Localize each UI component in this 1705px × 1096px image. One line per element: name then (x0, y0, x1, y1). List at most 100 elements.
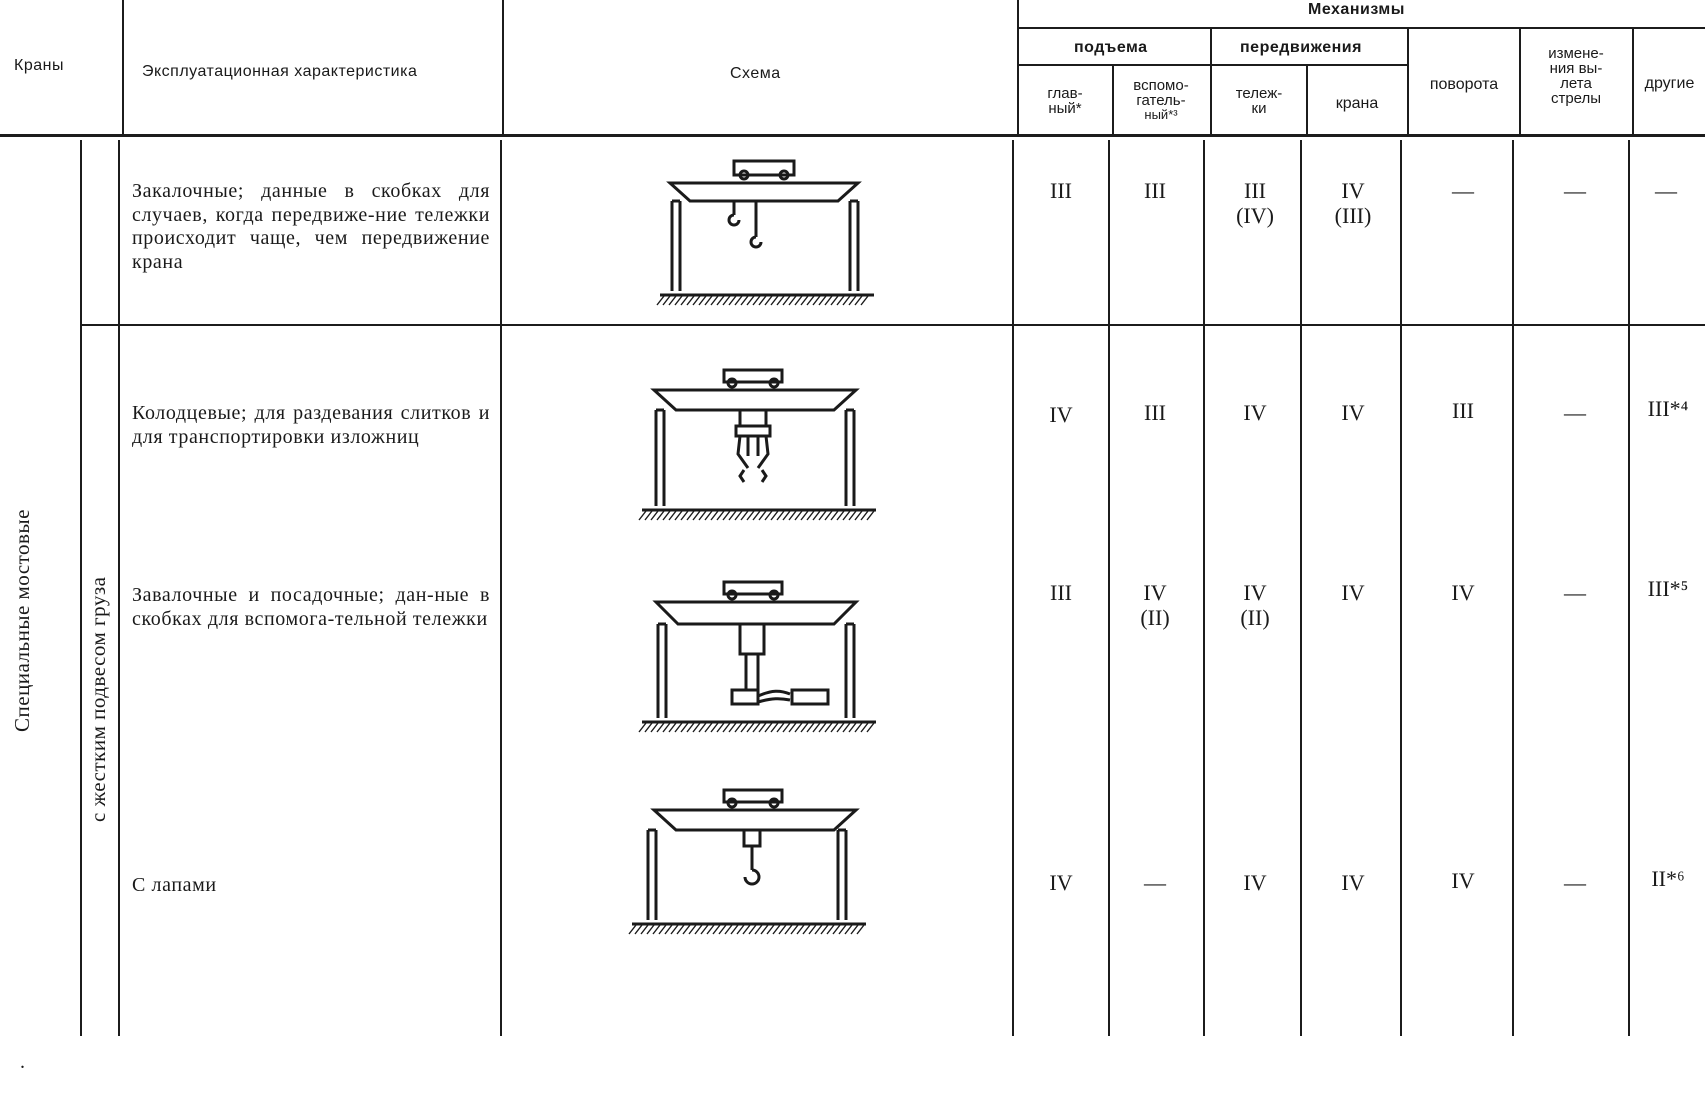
hatch-line (812, 510, 821, 521)
hatch-line (734, 510, 743, 521)
hatch-line (836, 510, 845, 521)
hatch-line (854, 510, 863, 521)
hatch-line (866, 510, 875, 521)
hatch-line (722, 295, 731, 306)
hatch-line (706, 924, 715, 935)
hatch-line (800, 510, 809, 521)
hatch-line (842, 295, 851, 306)
hatch-line (682, 924, 691, 935)
hatch-line (782, 722, 791, 733)
charging-crane-icon (638, 580, 876, 733)
row2-main: IV (1049, 402, 1073, 427)
group-type-label: Специальные мостовые (10, 509, 34, 732)
v-rule-body-sub (118, 140, 120, 1036)
row3-slewing: IV (1451, 580, 1475, 605)
hatch-line (776, 722, 785, 733)
hatch-line (860, 295, 869, 306)
hatch-line (860, 510, 869, 521)
hatch-line (772, 924, 781, 935)
hatch-line (646, 924, 655, 935)
v-rule-travel (1407, 28, 1409, 134)
row1-bottom-rule (82, 324, 1705, 326)
row4-slewing: IV (1451, 868, 1475, 893)
subgroup-rule (1018, 64, 1408, 66)
row2-slewing: III (1452, 398, 1474, 423)
row4-description: С лапами (132, 874, 217, 896)
row4-reach: — (1564, 870, 1586, 895)
row1-trolley: III (IV) (1236, 178, 1274, 229)
v-rule-characteristic (502, 0, 504, 134)
row3-description: Завалочные и посадочные; дан-ные в скобк… (132, 584, 490, 630)
hatch-line (754, 924, 763, 935)
hatch-line (812, 295, 821, 306)
hatch-line (688, 924, 697, 935)
hatch-line (704, 295, 713, 306)
v-rule-body-reach (1628, 140, 1630, 1036)
hatch-line (770, 722, 779, 733)
header-characteristic: Эксплуатационная характеристика (142, 63, 418, 80)
hatch-line (848, 722, 857, 733)
hatch-line (740, 510, 749, 521)
hatch-line (652, 924, 661, 935)
row1-slewing: — (1452, 178, 1474, 203)
header-slewing: поворота (1429, 76, 1499, 93)
hatch-line (710, 510, 719, 521)
v-rule-body-crane (1400, 140, 1402, 1036)
hatch-line (638, 722, 647, 733)
hatch-line (850, 924, 859, 935)
hatch-line (748, 924, 757, 935)
hatch-line (830, 295, 839, 306)
hatch-line (764, 722, 773, 733)
v-rule-body-slewing (1512, 140, 1514, 1036)
hatch-line (800, 295, 809, 306)
hatch-line (788, 510, 797, 521)
v-rule-reach (1632, 28, 1634, 134)
header-crane: крана (1335, 95, 1379, 112)
hatch-line (716, 722, 725, 733)
hatch-line (674, 510, 683, 521)
hatch-line (650, 510, 659, 521)
hatch-line (680, 295, 689, 306)
hatch-line (728, 295, 737, 306)
hatch-line (668, 722, 677, 733)
row4-main: IV (1049, 870, 1073, 895)
row1-description: Закалочные; данные в скобках для случаев… (132, 180, 490, 273)
hatch-line (724, 924, 733, 935)
hatch-line (634, 924, 643, 935)
hatch-line (806, 510, 815, 521)
hatch-line (794, 510, 803, 521)
hatch-line (680, 510, 689, 521)
v-rule-body-char (500, 140, 502, 1036)
hatch-line (686, 295, 695, 306)
hatch-line (680, 722, 689, 733)
hatch-line (838, 924, 847, 935)
hatch-line (856, 924, 865, 935)
claw-crane-icon (628, 788, 866, 935)
hatch-line (662, 295, 671, 306)
row3-main: III (1050, 580, 1072, 605)
row2-auxiliary: III (1144, 400, 1166, 425)
hatch-line (802, 924, 811, 935)
hatch-line (658, 924, 667, 935)
hatch-line (692, 722, 701, 733)
hatch-line (710, 295, 719, 306)
v-rule-main (1112, 64, 1114, 134)
row3-other: III*⁵ (1647, 576, 1689, 601)
hatch-line (664, 924, 673, 935)
hatch-line (670, 924, 679, 935)
hatch-line (826, 924, 835, 935)
hatch-line (820, 924, 829, 935)
soaking-pit-crane-icon (638, 368, 876, 521)
hatch-line (650, 722, 659, 733)
row1-reach: — (1564, 178, 1586, 203)
hatch-line (698, 722, 707, 733)
hatch-line (746, 722, 755, 733)
hatch-line (818, 295, 827, 306)
row3-trolley: IV (II) (1240, 580, 1270, 631)
hardening-crane-icon (656, 159, 874, 306)
hatch-line (734, 722, 743, 733)
row4-crane: IV (1341, 870, 1365, 895)
hatch-line (668, 510, 677, 521)
hatch-line (790, 924, 799, 935)
hatch-line (722, 510, 731, 521)
